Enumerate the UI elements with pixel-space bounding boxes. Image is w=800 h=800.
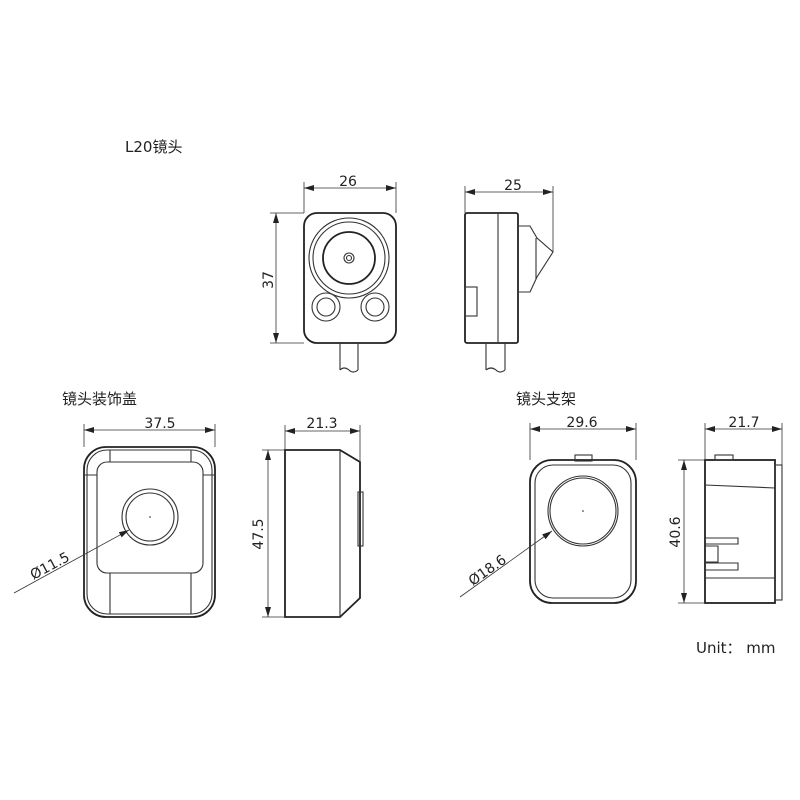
bracket-depth-label: 21.7 <box>728 415 759 431</box>
title-l20-lens: L20镜头 <box>125 138 182 156</box>
cover-diameter-label: Ø11.5 <box>28 549 73 583</box>
lens-cover-side-view <box>262 425 364 618</box>
l20-width-label: 26 <box>339 174 357 190</box>
bracket-diameter-label: Ø18.6 <box>466 552 510 589</box>
bracket-width-label: 29.6 <box>566 415 597 431</box>
l20-side-view <box>464 186 554 373</box>
unit-label: Unit： mm <box>696 639 776 657</box>
title-lens-cover: 镜头装饰盖 <box>62 390 137 408</box>
bracket-height-label: 40.6 <box>668 516 684 547</box>
lens-bracket-front-view <box>459 423 637 604</box>
lens-bracket-side-view <box>678 423 783 604</box>
cover-width-label: 37.5 <box>144 416 175 432</box>
l20-front-view <box>270 182 397 373</box>
lens-cover-front-view <box>13 424 216 618</box>
l20-depth-label: 25 <box>504 178 522 194</box>
cover-height-label: 47.5 <box>251 518 267 549</box>
title-lens-bracket: 镜头支架 <box>516 390 576 408</box>
l20-height-label: 37 <box>261 271 277 289</box>
cover-depth-label: 21.3 <box>306 416 337 432</box>
